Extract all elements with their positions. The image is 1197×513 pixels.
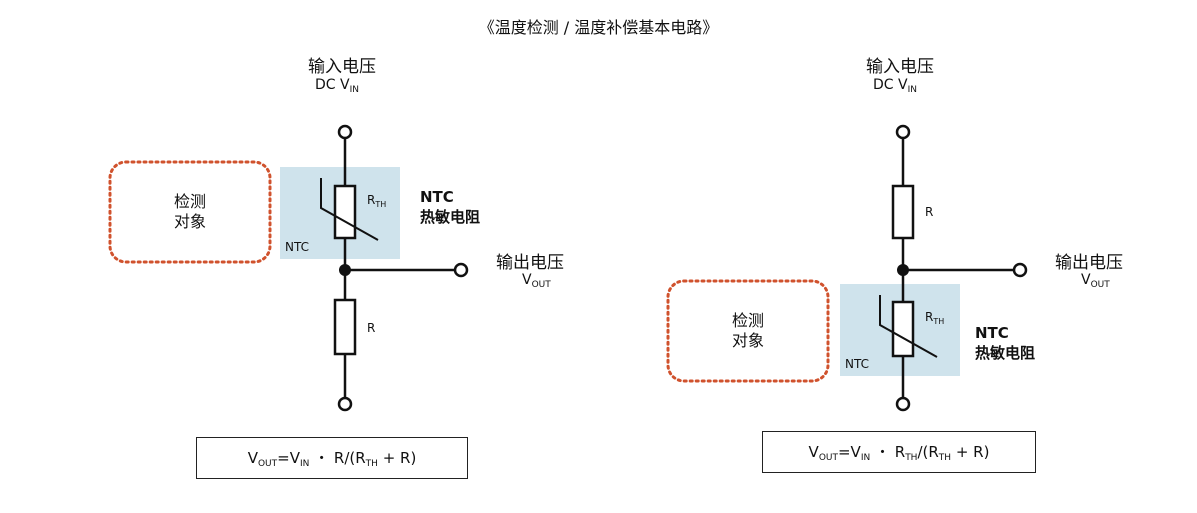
left-r-label: R [367,321,376,335]
right-object-box [666,279,830,383]
right-circuit [666,124,1028,412]
left-object-box [108,160,272,264]
left-thermistor [333,184,357,240]
left-input-dc: DC VIN [315,77,359,95]
right-output-v: VOUT [1081,272,1110,290]
right-r-label: R [925,205,934,219]
right-output-terminal [1012,262,1028,278]
right-rth-label: RTH [925,310,945,326]
right-input-label: 输入电压 [866,57,934,77]
right-ground-terminal [895,396,911,412]
left-output-v: VOUT [522,272,551,290]
right-input-terminal [895,124,911,140]
right-input-dc: DC VIN [873,77,917,95]
right-thermistor-arrow [879,295,938,358]
right-resistor [891,184,915,240]
left-ntc-box-label: NTC [285,240,309,254]
left-formula: VOUT=VIN ・ R/(RTH + R) [196,437,468,479]
left-input-label: 输入电压 [308,57,376,77]
right-object-label: 检测对象 [731,311,764,350]
left-input-terminal [337,124,353,140]
diagram-title: 《温度检测 / 温度补偿基本电路》 [478,18,719,37]
left-thermistor-arrow [320,178,379,241]
left-ground-terminal [337,396,353,412]
left-output-label: 输出电压 [496,253,564,273]
right-ntc-box-label: NTC [845,357,869,371]
left-object-label: 检测对象 [173,192,206,231]
left-output-terminal [453,262,469,278]
left-circuit [108,124,469,412]
left-rth-label: RTH [367,193,387,209]
left-resistor [333,298,357,356]
right-formula: VOUT=VIN ・ RTH/(RTH + R) [762,431,1036,473]
right-thermistor [891,300,915,358]
right-output-label: 输出电压 [1055,253,1123,273]
